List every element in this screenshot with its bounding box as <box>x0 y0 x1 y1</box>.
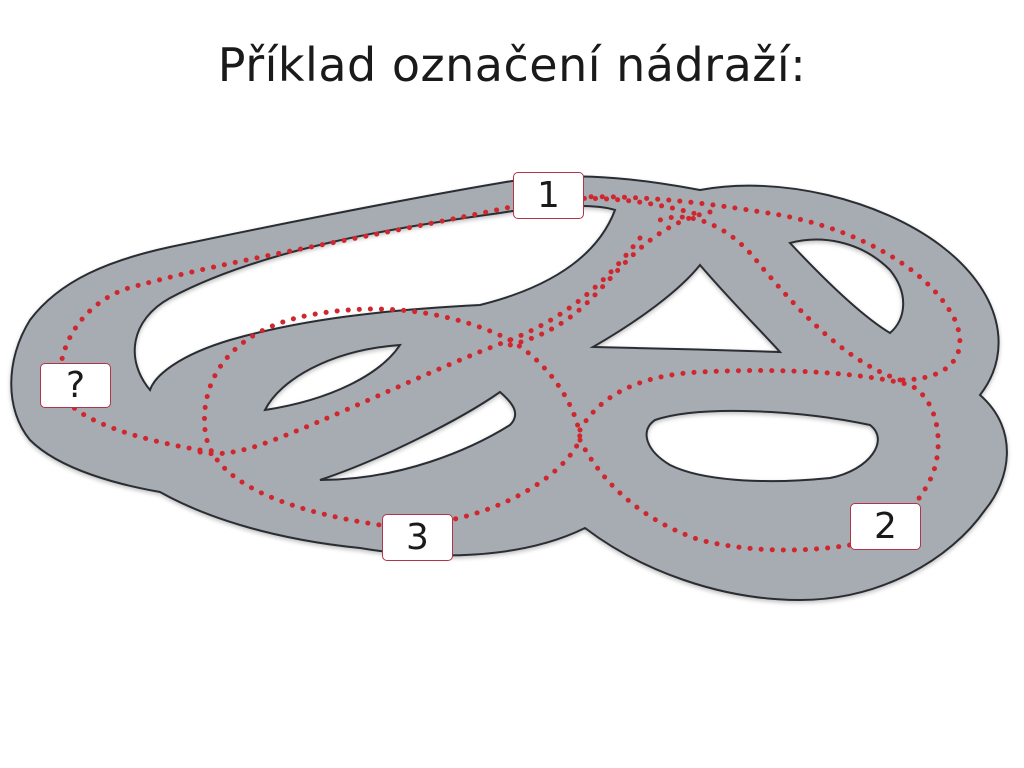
station-label-3: 3 <box>382 514 453 561</box>
route-right-loop-upper <box>577 368 941 518</box>
route-left-loop <box>201 306 513 528</box>
route-center-bottom-right <box>577 437 853 553</box>
route-top-right-loop <box>577 194 963 383</box>
station-label-1: 1 <box>513 172 584 219</box>
page-title: Příklad označení nádraží: <box>217 38 807 92</box>
route-upper-cross <box>197 235 643 457</box>
station-label-2: 2 <box>850 503 921 550</box>
station-label-unknown: ? <box>40 363 111 408</box>
route-diagonal-center <box>507 209 713 348</box>
route-inner-top-right <box>657 214 903 383</box>
